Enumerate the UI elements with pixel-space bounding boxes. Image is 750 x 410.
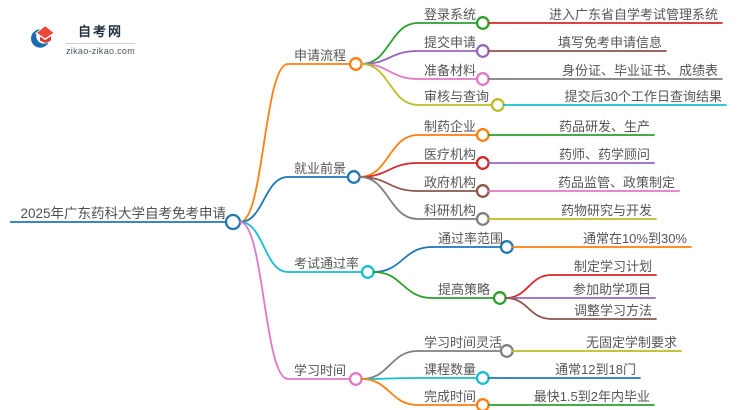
collapse-toggle[interactable] [348,372,363,386]
collapse-toggle[interactable] [475,212,490,226]
collapse-toggle[interactable] [346,170,361,184]
branch-link [239,221,289,273]
collapse-toggle[interactable] [475,398,490,410]
branch-link [239,176,289,223]
collapse-toggle[interactable] [499,344,514,358]
collapse-toggle[interactable] [475,16,490,30]
site-logo: 自考网 zikao-zikao.com [31,21,136,56]
collapse-toggle[interactable] [492,291,507,305]
site-url: zikao-zikao.com [66,46,136,56]
collapse-toggle[interactable] [475,128,490,142]
collapse-toggle[interactable] [475,184,490,198]
branch-link [360,377,419,380]
branch-link [358,134,419,178]
leaf-underline [504,297,657,320]
site-name: 自考网 [78,24,124,39]
collapse-toggle[interactable] [224,213,242,231]
collapse-toggle[interactable] [348,57,363,71]
collapse-toggle[interactable] [499,240,514,254]
branch-link [239,63,289,223]
branch-link [372,246,433,273]
graduation-cap-logo-icon [31,26,54,48]
branch-link [358,176,419,220]
branch-link [372,271,433,299]
branch-link [360,63,419,106]
branch-link [239,221,289,380]
site-logo-text: 自考网 zikao-zikao.com [66,21,136,56]
logo-divider [66,43,136,44]
collapse-toggle[interactable] [360,265,375,279]
collapse-toggle[interactable] [475,72,490,86]
collapse-toggle[interactable] [475,156,490,170]
leaf-underline [504,274,657,299]
collapse-toggle[interactable] [475,371,490,385]
branch-link [360,378,419,406]
collapse-toggle[interactable] [475,44,490,58]
collapse-toggle[interactable] [490,98,505,112]
branch-link [360,350,419,380]
